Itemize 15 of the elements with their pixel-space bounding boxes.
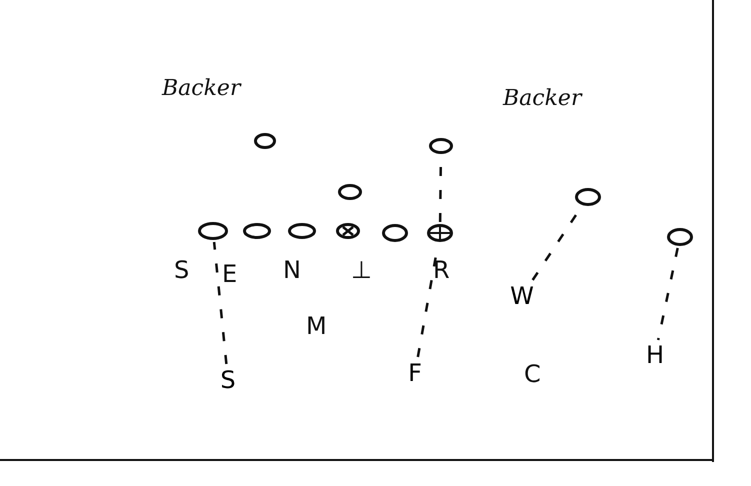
position-label: Backer (162, 76, 240, 101)
player-letter: E (222, 262, 238, 286)
player-letter: S (218, 366, 238, 394)
dashed-route-line (212, 242, 228, 364)
player-letter: S (174, 258, 190, 282)
player-letter: R (433, 258, 450, 282)
position-label: Backer (503, 86, 582, 111)
player-letter: F (405, 359, 425, 387)
player-letter: M (306, 314, 327, 338)
player-letter: N (283, 258, 301, 282)
player-letter: H (644, 342, 666, 368)
dashed-route-line (656, 248, 679, 340)
player-letter: C (524, 362, 541, 386)
player-letter: W (510, 282, 534, 310)
player-letter: ⊥ (351, 258, 372, 282)
